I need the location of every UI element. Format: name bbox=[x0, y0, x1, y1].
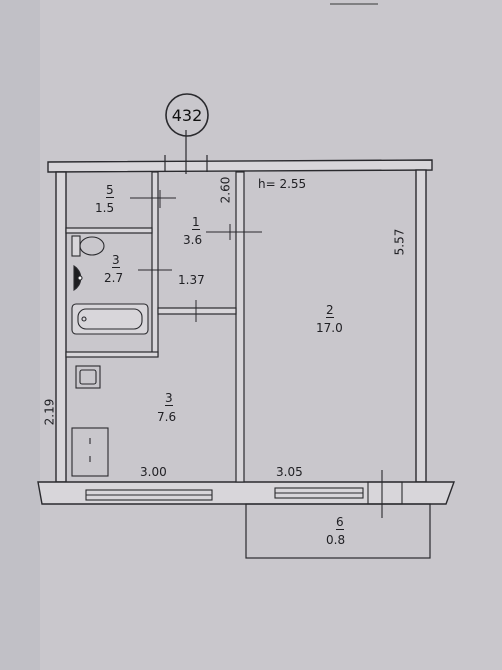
bottom-windows bbox=[85, 470, 403, 518]
room-6-number: 6 bbox=[336, 515, 344, 530]
room-1-area: 3.6 bbox=[183, 233, 203, 247]
room-2-area: 17.0 bbox=[316, 321, 343, 335]
dimension-ticks bbox=[130, 190, 262, 322]
dimension-kitchen-width: 3.00 bbox=[140, 465, 167, 479]
room-2-number: 2 bbox=[326, 303, 334, 318]
room-5-number: 5 bbox=[106, 183, 114, 198]
balcony bbox=[245, 503, 431, 559]
interior-walls bbox=[65, 171, 245, 483]
top-window bbox=[164, 93, 209, 174]
room-3-area: 7.6 bbox=[157, 410, 177, 424]
room-5-area: 1.5 bbox=[95, 201, 115, 215]
building-number: 432 bbox=[171, 105, 203, 125]
dimension-corridor-length: 2.60 bbox=[218, 176, 233, 204]
room-4-area: 2.7 bbox=[104, 271, 124, 285]
dimension-room2-width: 3.05 bbox=[276, 465, 303, 479]
fixtures bbox=[71, 235, 149, 477]
dimension-kitchen-side: 2.19 bbox=[42, 398, 57, 426]
room-4-number: 3 bbox=[112, 253, 120, 268]
room-3-number: 3 bbox=[165, 391, 173, 406]
dimension-corridor-width: 1.37 bbox=[178, 273, 205, 287]
ceiling-height: h= 2.55 bbox=[258, 177, 307, 191]
room-1-number: 1 bbox=[192, 215, 200, 230]
dimension-room2-depth: 5.57 bbox=[392, 228, 407, 256]
room-6-area: 0.8 bbox=[326, 533, 346, 547]
